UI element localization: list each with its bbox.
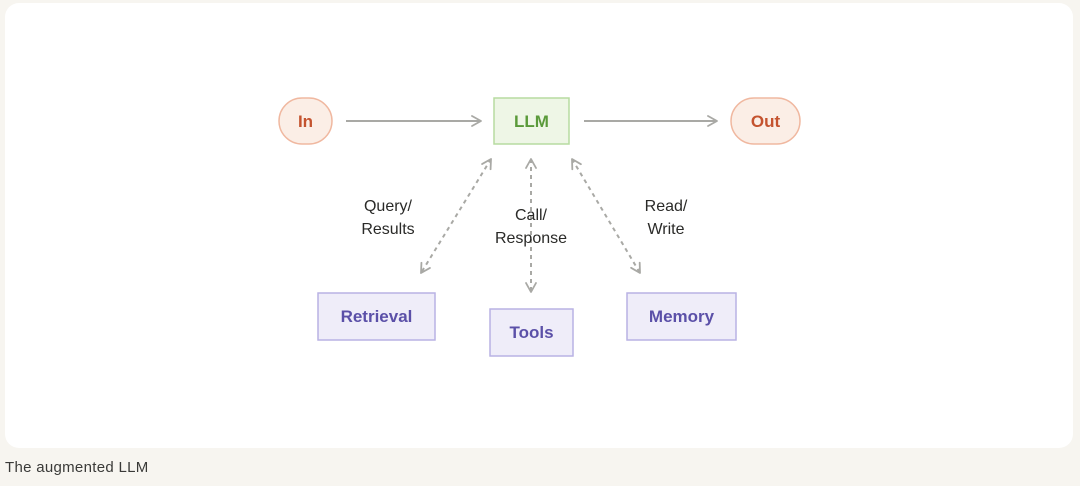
edge-label-results: Results [361, 221, 414, 238]
node-retrieval: Retrieval [317, 292, 436, 341]
node-tools-label: Tools [509, 323, 553, 342]
node-tools: Tools [489, 308, 574, 357]
edge-label-read-write: Read/ Write [645, 198, 688, 238]
node-llm-label: LLM [514, 112, 549, 131]
edge-label-query: Query/ [364, 198, 413, 215]
edge-label-read: Read/ [645, 198, 688, 215]
node-memory-label: Memory [649, 307, 715, 326]
edge-label-response: Response [495, 230, 567, 247]
node-retrieval-label: Retrieval [341, 307, 413, 326]
edge-label-query-results: Query/ Results [361, 198, 414, 238]
arrow-llm-retrieval [420, 158, 492, 274]
node-out: Out [730, 97, 801, 145]
node-memory: Memory [626, 292, 737, 341]
edge-label-call-response: Call/ Response [495, 207, 567, 247]
node-llm: LLM [493, 97, 570, 145]
figure-caption: The augmented LLM [5, 459, 149, 476]
edge-label-write: Write [647, 221, 684, 238]
arrow-llm-memory [571, 158, 641, 274]
diagram-card [5, 3, 1073, 448]
node-out-label: Out [751, 112, 781, 131]
node-in: In [278, 97, 333, 145]
node-in-label: In [298, 112, 313, 131]
edge-label-call: Call/ [515, 207, 548, 224]
